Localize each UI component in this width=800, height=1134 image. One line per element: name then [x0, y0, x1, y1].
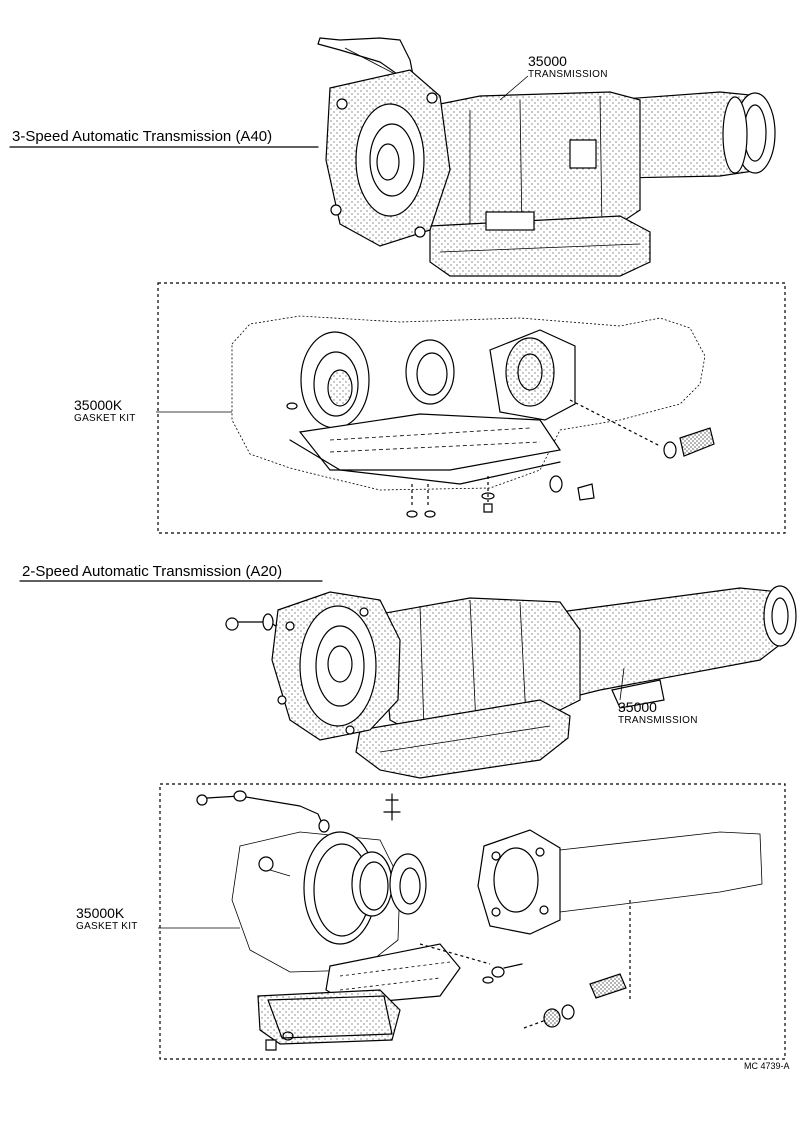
- a20-transmission-callout: 35000 TRANSMISSION: [618, 699, 698, 727]
- a40-transmission-drawing: [317, 37, 776, 277]
- a20-transmission-part-number: 35000: [618, 699, 657, 715]
- a40-section-title: 3-Speed Automatic Transmission (A40): [12, 128, 273, 145]
- a40-transmission-callout: 35000 TRANSMISSION: [528, 53, 608, 81]
- a40-gasket-kit-description: GASKET KIT: [74, 413, 136, 424]
- a20-gasket-kit-frame: [159, 783, 786, 1060]
- a40-gasket-kit-callout: 35000K GASKET KIT: [74, 397, 136, 425]
- a40-transmission-description: TRANSMISSION: [528, 69, 608, 80]
- a40-transmission-part-number: 35000: [528, 53, 567, 69]
- a40-gasket-kit-frame: [157, 282, 786, 534]
- a20-gasket-kit-callout: 35000K GASKET KIT: [76, 905, 138, 933]
- figure-code: MC 4739-A: [744, 1061, 790, 1071]
- a20-transmission-drawing: [225, 585, 797, 779]
- a20-transmission-description: TRANSMISSION: [618, 715, 698, 726]
- a40-gasket-kit-drawing: [231, 315, 715, 518]
- a20-gasket-kit-drawing: [196, 790, 763, 1051]
- a20-gasket-kit-part-number: 35000K: [76, 905, 125, 921]
- a20-gasket-kit-description: GASKET KIT: [76, 921, 138, 932]
- a20-section-title: 2-Speed Automatic Transmission (A20): [22, 563, 283, 580]
- a40-gasket-kit-part-number: 35000K: [74, 397, 123, 413]
